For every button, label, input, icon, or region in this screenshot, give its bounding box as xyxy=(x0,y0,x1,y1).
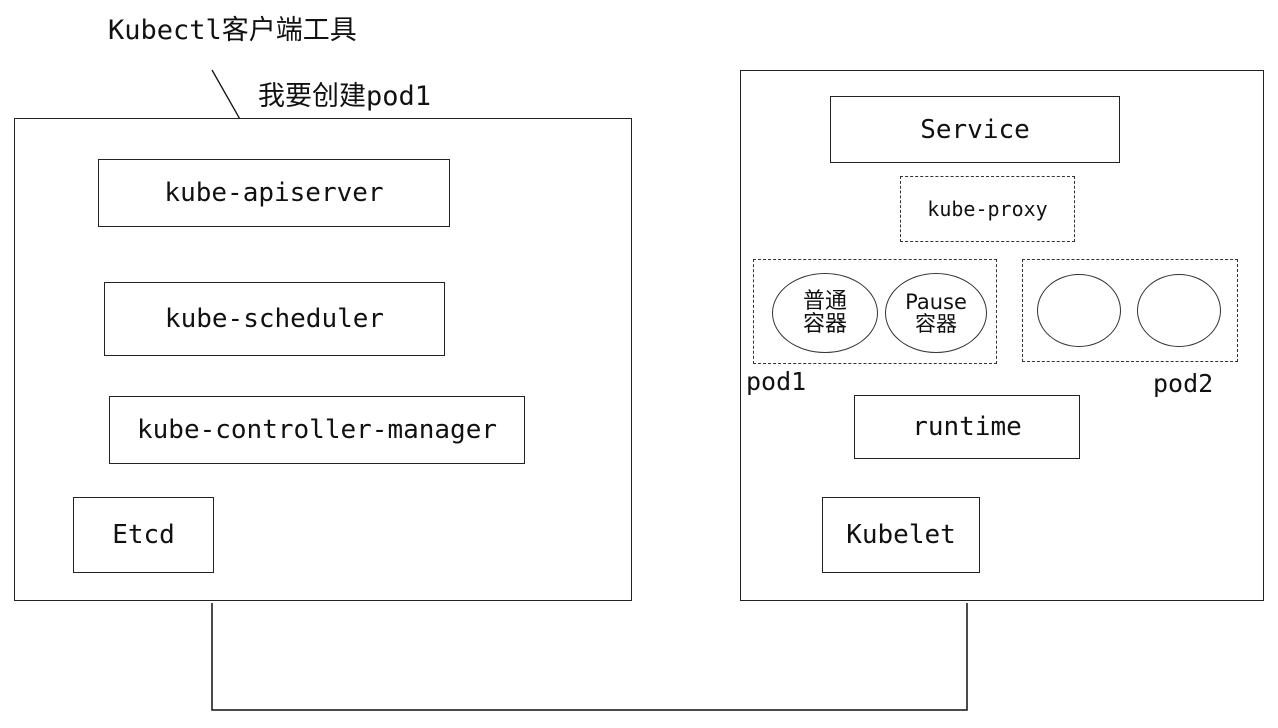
kube-proxy-label: kube-proxy xyxy=(927,197,1048,221)
kube-controller-manager-label: kube-controller-manager xyxy=(136,415,498,445)
kube-scheduler-box: kube-scheduler xyxy=(104,282,445,356)
pause-container-line1: Pause xyxy=(905,289,967,314)
client-tool-label: Kubectl客户端工具 xyxy=(108,15,357,46)
pod2-container-2 xyxy=(1137,274,1221,347)
pod2-label: pod2 xyxy=(1153,369,1214,398)
kube-proxy-box: kube-proxy xyxy=(900,176,1075,242)
pause-container-line2: 容器 xyxy=(915,312,957,336)
normal-container-line1: 普通 xyxy=(802,288,847,314)
kube-apiserver-label: kube-apiserver xyxy=(164,178,384,208)
service-box: Service xyxy=(830,96,1120,163)
pause-container: Pause 容器 xyxy=(885,273,987,353)
pod1-label: pod1 xyxy=(746,367,807,396)
kube-controller-manager-box: kube-controller-manager xyxy=(109,396,525,464)
create-request-label: 我要创建pod1 xyxy=(258,81,432,112)
kubelet-box: Kubelet xyxy=(822,497,980,573)
service-label: Service xyxy=(920,114,1030,145)
kubelet-label: Kubelet xyxy=(846,520,956,550)
pod1-box xyxy=(753,259,997,364)
runtime-box: runtime xyxy=(854,395,1080,459)
normal-container: 普通 容器 xyxy=(772,273,878,353)
kube-scheduler-label: kube-scheduler xyxy=(164,304,385,334)
master-node-connection xyxy=(211,603,968,711)
etcd-label: Etcd xyxy=(112,520,175,550)
pod2-box xyxy=(1022,259,1238,362)
pod2-container-1 xyxy=(1037,274,1121,347)
kube-apiserver-box: kube-apiserver xyxy=(98,159,450,227)
runtime-label: runtime xyxy=(912,412,1022,442)
normal-container-line2: 容器 xyxy=(802,312,847,337)
etcd-box: Etcd xyxy=(73,497,214,573)
